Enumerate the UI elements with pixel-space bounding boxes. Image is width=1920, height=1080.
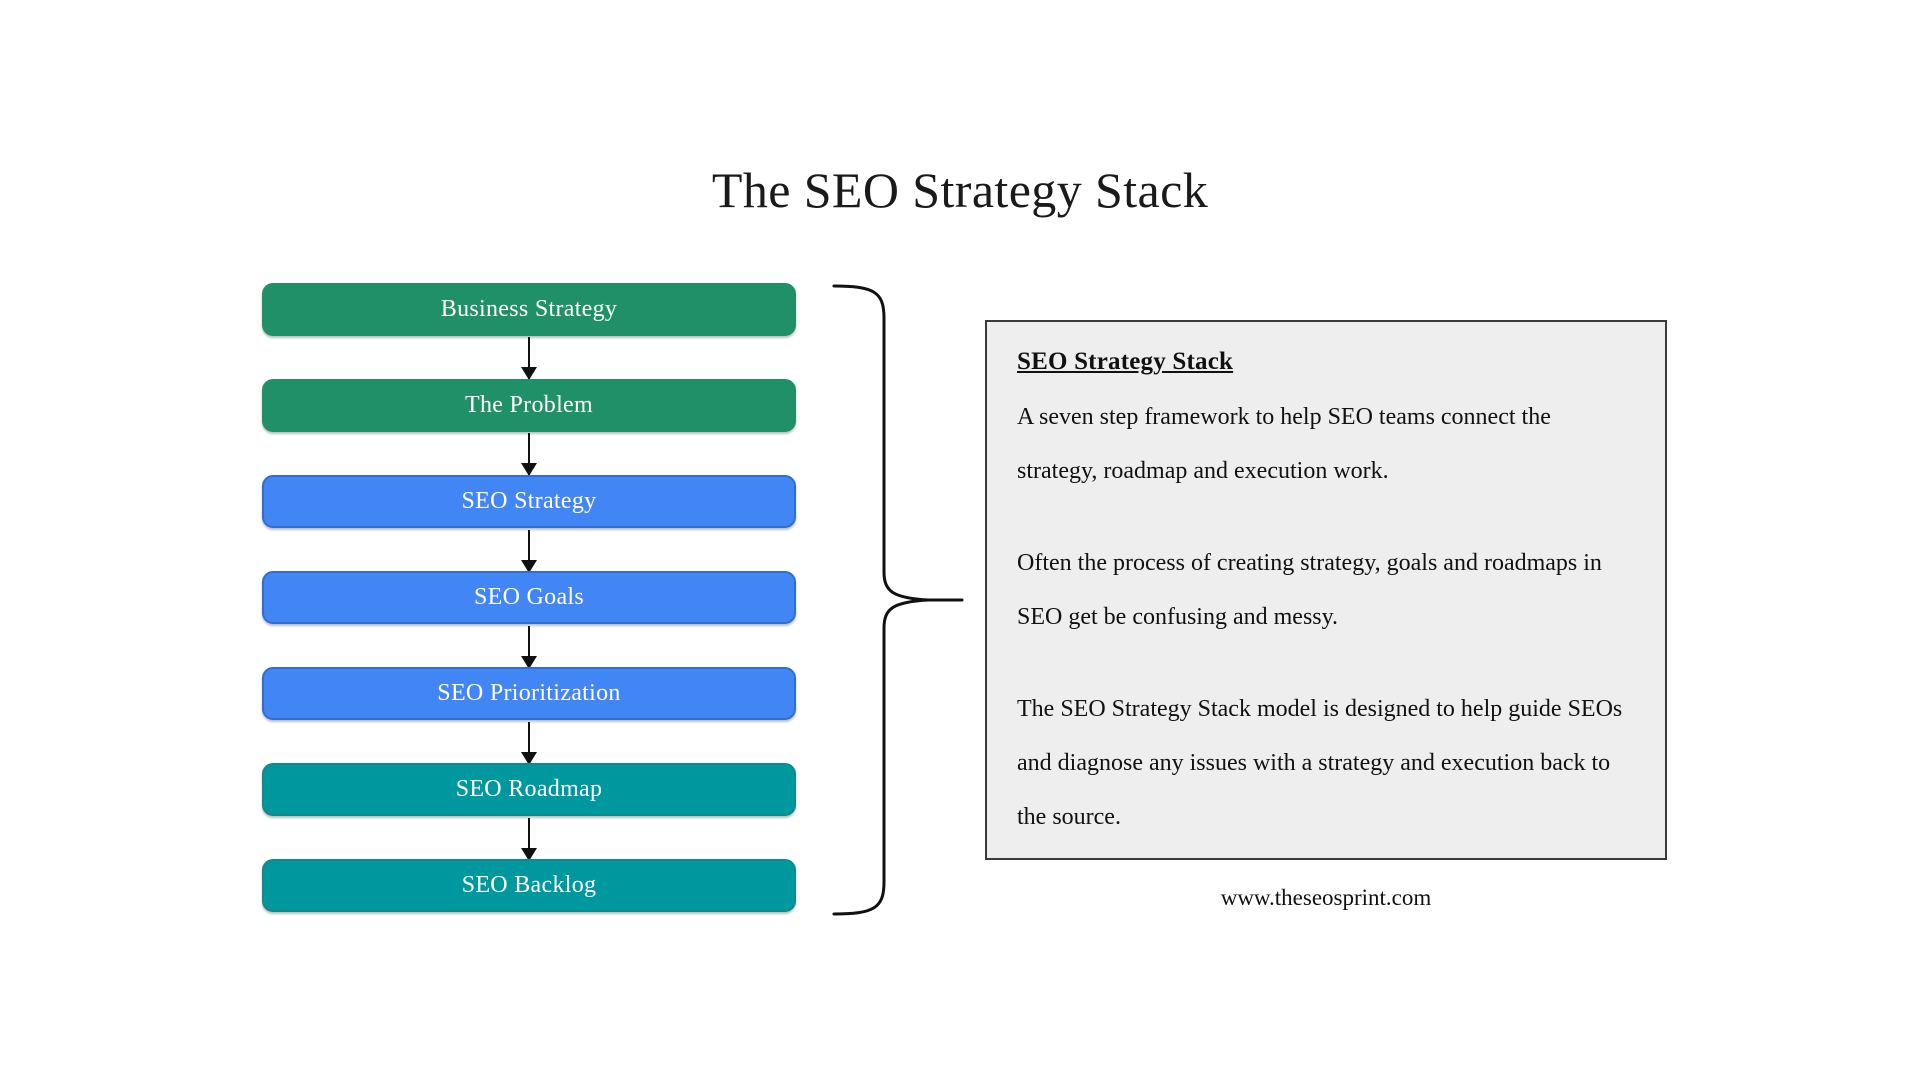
flow-node-seo-strategy[interactable]: SEO Strategy (262, 475, 796, 573)
arrow-down-icon (521, 626, 537, 669)
flow-node-business-strategy[interactable]: Business Strategy (262, 283, 796, 380)
arrow-down-icon (521, 818, 537, 861)
arrow-down-icon (521, 337, 537, 380)
flow-node-seo-roadmap[interactable]: SEO Roadmap (262, 763, 796, 861)
panel-paragraph: A seven step framework to help SEO teams… (1017, 404, 1551, 484)
footer-url[interactable]: www.theseosprint.com (1220, 885, 1432, 910)
paragraph-spacer (1017, 644, 1635, 682)
flow-stack: Business Strategy The Problem SEO Strate… (262, 283, 796, 912)
flow-node-label: Business Strategy (440, 296, 618, 322)
arrow-down-icon (521, 530, 537, 573)
flow-node-seo-backlog[interactable]: SEO Backlog (262, 859, 796, 912)
panel-paragraph: The SEO Strategy Stack model is designed… (1017, 696, 1623, 830)
flow-node-label: SEO Strategy (461, 488, 597, 514)
arrow-down-icon (521, 722, 537, 765)
curly-brace-icon (832, 284, 964, 916)
flow-node-seo-prioritization[interactable]: SEO Prioritization (262, 667, 796, 765)
flow-node-seo-goals[interactable]: SEO Goals (262, 571, 796, 669)
paragraph-spacer (1017, 498, 1635, 536)
info-panel: SEO Strategy Stack A seven step framewor… (985, 320, 1667, 860)
flow-node-label: The Problem (465, 392, 593, 418)
flow-node-label: SEO Backlog (461, 872, 597, 898)
arrow-down-icon (521, 433, 537, 476)
flow-node-label: SEO Goals (473, 584, 585, 610)
flow-node-label: SEO Prioritization (437, 680, 621, 706)
flow-node-label: SEO Roadmap (455, 776, 603, 802)
panel-paragraph: Often the process of creating strategy, … (1017, 550, 1602, 630)
flow-node-the-problem[interactable]: The Problem (262, 379, 796, 476)
page-title: The SEO Strategy Stack (711, 162, 1209, 218)
panel-heading: SEO Strategy Stack (1017, 348, 1234, 375)
